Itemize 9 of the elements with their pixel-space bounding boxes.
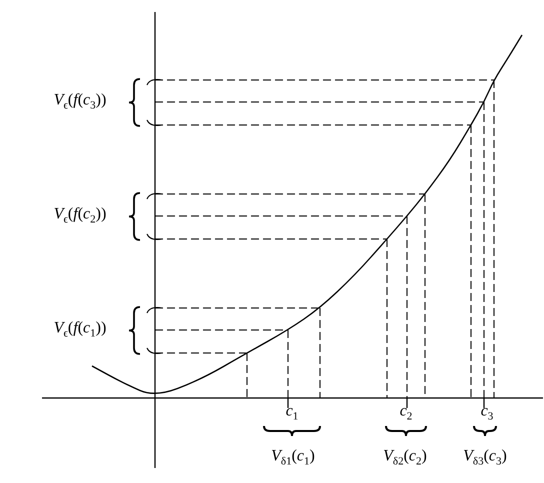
- point-label: c$_{1}$: [286, 402, 298, 425]
- neighborhood-label: V$_{ϵ}$(f(c$_{3}$)): [54, 91, 106, 114]
- neighborhood-label: V$_{δ3}$(c$_{3}$): [463, 447, 507, 470]
- neighborhood-label: V$_{δ2}$(c$_{2}$): [383, 447, 427, 470]
- neighborhood-label: V$_{ϵ}$(f(c$_{1}$)): [54, 319, 106, 342]
- neighborhood-label: V$_{δ1}$(c$_{1}$): [271, 447, 315, 470]
- point-label: c$_{2}$: [400, 402, 412, 425]
- neighborhood-label: V$_{ϵ}$(f(c$_{2}$)): [54, 205, 106, 228]
- point-label: c$_{3}$: [480, 402, 494, 425]
